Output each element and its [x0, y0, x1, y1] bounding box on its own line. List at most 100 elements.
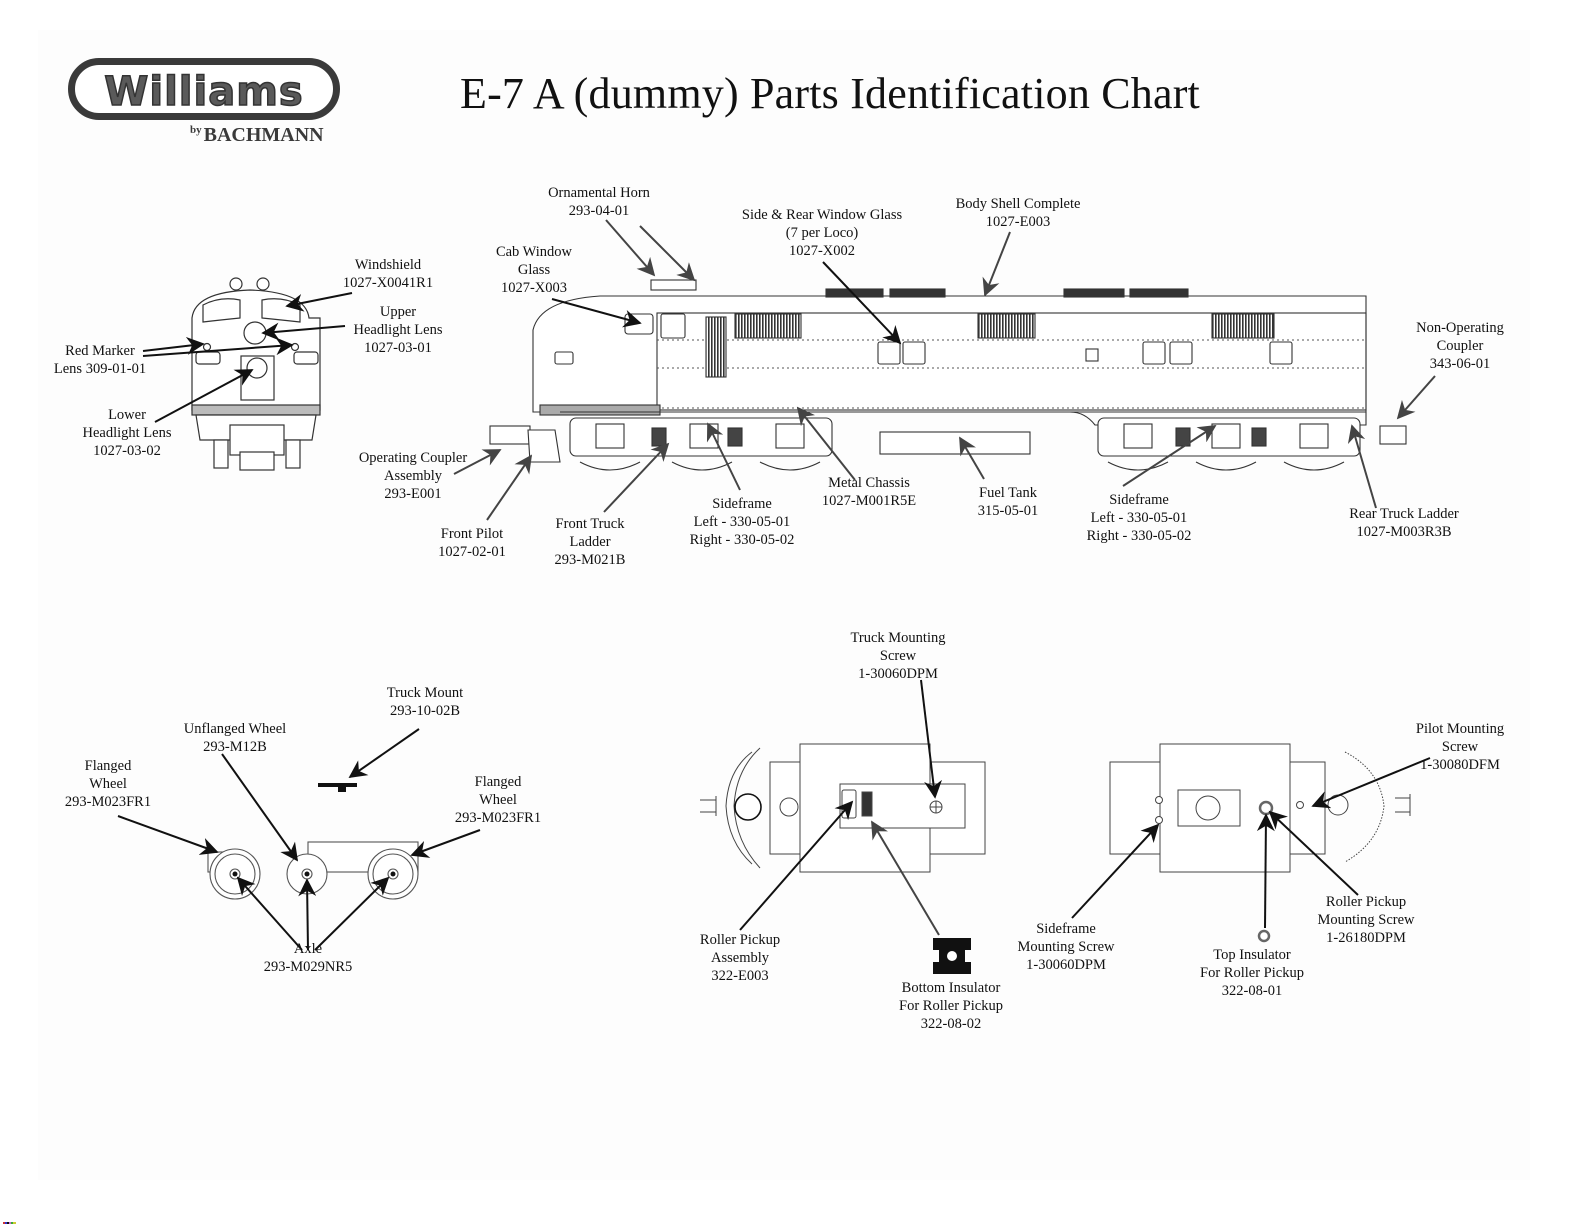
- side-grille-2: [977, 313, 1036, 339]
- label-text: Windshield: [354, 257, 422, 273]
- label-text: Red Marker: [65, 343, 135, 359]
- label-text: Operating Coupler: [358, 450, 468, 466]
- part-number: 322-08-01: [1221, 983, 1283, 999]
- front-pilot-side: [527, 429, 561, 463]
- label-text: Roller Pickup: [699, 932, 781, 948]
- part-number: Lens 309-01-01: [53, 361, 147, 377]
- rear-journal-3: [1299, 423, 1329, 449]
- arrow-sideframe-front: [706, 422, 741, 491]
- arrow-metal-chassis: [796, 406, 856, 481]
- label-text: Sideframe: [1109, 492, 1169, 508]
- underside-front-truck: [700, 743, 986, 873]
- arrow-horn-2: [639, 225, 696, 282]
- axle-center: [304, 871, 310, 877]
- label-text: Front Truck: [555, 516, 625, 532]
- side-light-right: [293, 351, 319, 365]
- label-text: Metal Chassis: [828, 475, 910, 491]
- arrow-body-shell: [982, 231, 1011, 297]
- truck-mount-part: [318, 783, 357, 792]
- arrow-red-marker-right: [142, 337, 294, 357]
- label-axle: Axle 293-M029NR5: [256, 940, 360, 976]
- label-truck-mounting-screw: Truck Mounting Screw 1-30060DPM: [838, 629, 958, 683]
- label-text: Cab Window: [495, 244, 573, 260]
- part-number: Right - 330-05-02: [1086, 528, 1192, 544]
- arrow-lower-headlight: [154, 369, 254, 423]
- arrow-axle-right: [314, 876, 390, 951]
- side-badge: [1085, 348, 1099, 362]
- label-truck-mount: Truck Mount 293-10-02B: [374, 684, 476, 720]
- part-number: 293-M023FR1: [454, 810, 542, 826]
- part-number: 1027-M003R3B: [1356, 524, 1452, 540]
- label-text: Unflanged Wheel: [183, 721, 287, 737]
- label-text: Wheel: [89, 776, 127, 792]
- cab-vent: [705, 316, 727, 378]
- part-number: 322-E003: [711, 968, 769, 984]
- label-text: Body Shell Complete: [955, 196, 1081, 212]
- label-text: Top Insulator: [1213, 947, 1291, 963]
- side-trucks: [569, 417, 1361, 471]
- front-coupler-side: [489, 425, 531, 445]
- part-number: 1-30060DPM: [1026, 957, 1106, 973]
- sideframe-screw-head: [1155, 816, 1163, 824]
- underside-coupler-ball: [734, 793, 762, 821]
- label-text: Flanged: [84, 758, 132, 774]
- underside-rear-truck: [1109, 743, 1411, 873]
- label-text: Side & Rear Window Glass: [741, 207, 903, 223]
- part-number: 293-10-02B: [389, 703, 461, 719]
- arrow-red-marker-left: [142, 336, 205, 355]
- label-text: Glass: [517, 262, 551, 278]
- cab-window: [624, 313, 654, 335]
- side-window-3: [1142, 341, 1166, 365]
- front-ladder-2: [727, 427, 743, 447]
- part-number: 343-06-01: [1429, 356, 1491, 372]
- label-text: Lower: [108, 407, 146, 423]
- label-text: Flanged: [474, 774, 522, 790]
- rear-journal-1: [1123, 423, 1153, 449]
- label-text: Pilot Mounting: [1415, 721, 1505, 737]
- arrow-cab-window: [551, 298, 642, 328]
- roof-fan-3: [1063, 288, 1125, 298]
- arrow-axle-left: [236, 876, 303, 951]
- label-text: Non-Operating: [1416, 320, 1504, 336]
- rear-coupler-side: [1379, 425, 1407, 445]
- part-number: 293-M12B: [203, 739, 267, 755]
- roof-fan-4: [1129, 288, 1189, 298]
- label-text: Mounting Screw: [1017, 939, 1115, 955]
- label-bottom-insulator: Bottom Insulator For Roller Pickup 322-0…: [888, 979, 1014, 1033]
- underside-kingpin: [779, 797, 799, 817]
- horn-body: [650, 279, 697, 291]
- arrow-horn-1: [605, 219, 656, 277]
- part-number: 293-M021B: [554, 552, 626, 568]
- roof-fan-1: [825, 288, 884, 298]
- part-number: 1027-X002: [788, 243, 856, 259]
- arrow-axle-center: [298, 878, 317, 951]
- label-text: Bottom Insulator: [901, 980, 1001, 996]
- part-number: Right - 330-05-02: [689, 532, 795, 548]
- front-view-locomotive: [191, 277, 321, 471]
- label-text: Upper: [379, 304, 417, 320]
- chart-sheet: [38, 30, 1530, 1180]
- arrow-front-pilot: [486, 454, 533, 521]
- axle-left: [232, 871, 238, 877]
- rear-pilot-edge: [1344, 751, 1385, 863]
- front-step-left: [213, 439, 229, 469]
- label-side-rear-window-glass: Side & Rear Window Glass (7 per Loco) 10…: [732, 206, 912, 260]
- page-title: E-7 A (dummy) Parts Identification Chart: [460, 69, 1200, 118]
- arrow-fuel-tank: [959, 436, 985, 480]
- front-coupler: [239, 451, 275, 471]
- label-text: Rear Truck Ladder: [1349, 506, 1459, 522]
- side-view-locomotive: [489, 279, 1407, 463]
- label-text: Fuel Tank: [979, 485, 1037, 501]
- rear-ladder-2: [1251, 427, 1267, 447]
- label-cab-window-glass: Cab Window Glass 1027-X003: [486, 243, 582, 297]
- arrow-rear-truck-ladder: [1347, 424, 1377, 509]
- front-journal-3: [775, 423, 805, 449]
- arrow-flanged-wheel-right: [410, 829, 481, 858]
- label-text: Screw: [879, 648, 917, 664]
- logo-by-prefix: by: [190, 124, 202, 137]
- part-number: 1027-03-01: [364, 340, 432, 356]
- label-flanged-wheel-left: Flanged Wheel 293-M023FR1: [58, 757, 158, 811]
- axle-right: [390, 871, 396, 877]
- arrow-unflanged-wheel: [221, 753, 299, 862]
